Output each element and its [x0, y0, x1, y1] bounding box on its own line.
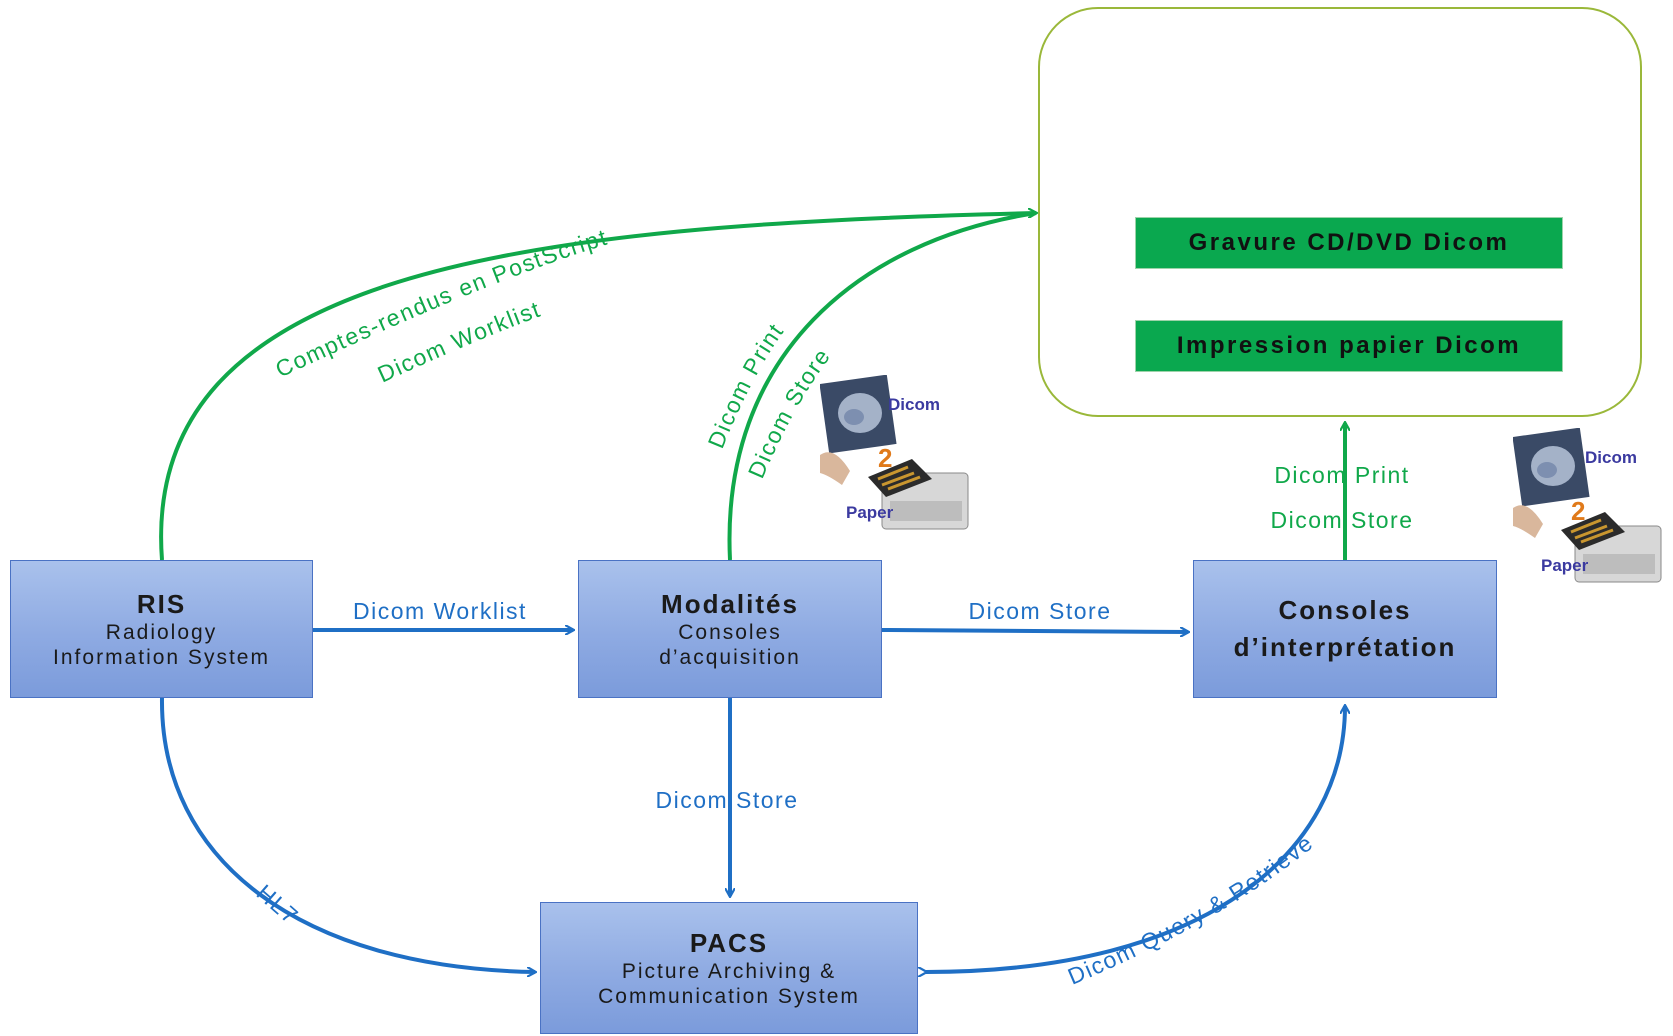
node-ris-title: RIS: [136, 589, 187, 619]
node-modalites-line2: d’acquisition: [659, 646, 801, 669]
node-pacs-title: PACS: [689, 928, 769, 958]
node-consoles-line1: Consoles: [1278, 595, 1412, 625]
impression-papier-button[interactable]: Impression papier Dicom: [1135, 320, 1563, 372]
edge-label-modalites-consoles: Dicom Store: [968, 598, 1111, 624]
node-pacs-line2: Communication System: [598, 985, 860, 1008]
edge-label-ris-modalites: Dicom Worklist: [353, 598, 527, 624]
illustration-label-paper: Paper: [846, 503, 894, 522]
edge-label-query-retrieve: Dicom Query & Retrieve: [1064, 829, 1318, 990]
edge-modalites-output: [727, 211, 1037, 561]
illustration-label-dicom: Dicom: [1585, 448, 1637, 467]
svg-text:2: 2: [878, 443, 892, 473]
xray-printer-icon: 2: [1513, 428, 1662, 583]
gravure-cd-dvd-button[interactable]: Gravure CD/DVD Dicom: [1135, 217, 1563, 269]
svg-text:2: 2: [1571, 496, 1585, 526]
node-consoles-interpretation[interactable]: Consoles d’interprétation: [1193, 560, 1497, 698]
node-pacs[interactable]: PACS Picture Archiving & Communication S…: [540, 902, 918, 1034]
node-consoles-line2: d’interprétation: [1233, 632, 1457, 662]
output-panel: Gravure CD/DVD Dicom Impression papier D…: [1038, 7, 1642, 417]
node-ris-line2: Information System: [53, 646, 270, 669]
node-ris[interactable]: RIS Radiology Information System: [10, 560, 313, 698]
edge-label-modalites-pacs: Dicom Store: [655, 787, 798, 813]
node-pacs-line1: Picture Archiving &: [621, 960, 837, 983]
dicom-to-paper-illustration: 2 Dicom Paper: [820, 375, 980, 545]
node-modalites-title: Modalités: [661, 589, 799, 619]
node-modalites-line1: Consoles: [678, 621, 782, 644]
edge-label-consoles-output-2: Dicom Store: [1270, 507, 1413, 533]
edge-pacs-consoles: [926, 706, 1345, 972]
edge-label-consoles-output-1: Dicom Print: [1274, 462, 1409, 488]
illustration-label-paper: Paper: [1541, 556, 1589, 575]
edge-ris-output: [159, 213, 1036, 561]
node-ris-line1: Radiology: [105, 621, 218, 644]
node-modalites[interactable]: Modalités Consoles d’acquisition: [578, 560, 882, 698]
edge-modalites-consoles: [881, 630, 1188, 632]
dicom-to-paper-illustration-2: 2 Dicom Paper: [1513, 428, 1673, 598]
xray-printer-icon: 2: [820, 375, 969, 530]
edge-ris-pacs: [159, 697, 535, 972]
edge-label-hl7: HL7: [252, 879, 304, 929]
illustration-label-dicom: Dicom: [888, 395, 940, 414]
